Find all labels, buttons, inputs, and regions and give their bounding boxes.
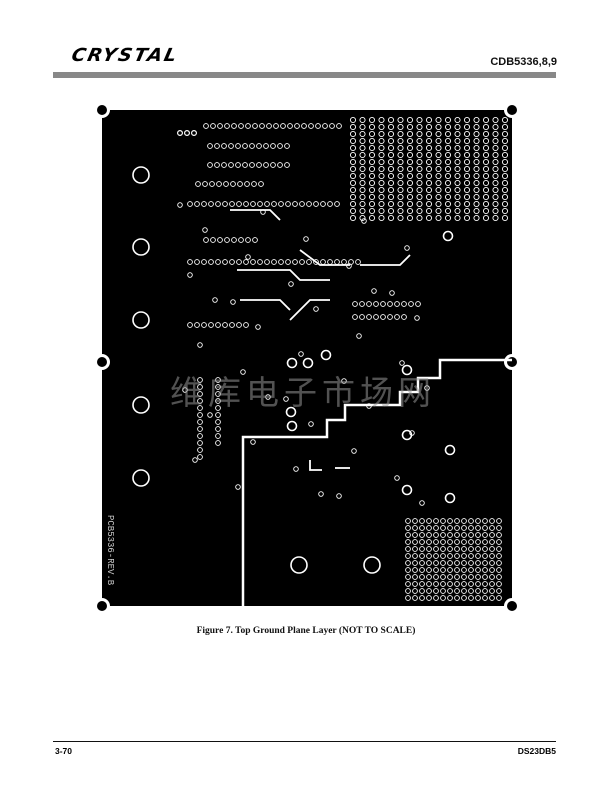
figure-caption: Figure 7. Top Ground Plane Layer (NOT TO… (196, 626, 416, 636)
footer-rule (53, 741, 556, 742)
board-label: PCB5336-REV.B (105, 515, 115, 586)
pcb-ground-plane-image: PCB5336-REV.B (97, 105, 517, 611)
document-id: CDB5336,8,9 (490, 56, 557, 68)
header-rule (53, 72, 556, 78)
page-number: 3-70 (55, 746, 73, 756)
document-code: DS23DB5 (517, 746, 556, 756)
watermark: 维库电子市场网 (170, 373, 436, 412)
